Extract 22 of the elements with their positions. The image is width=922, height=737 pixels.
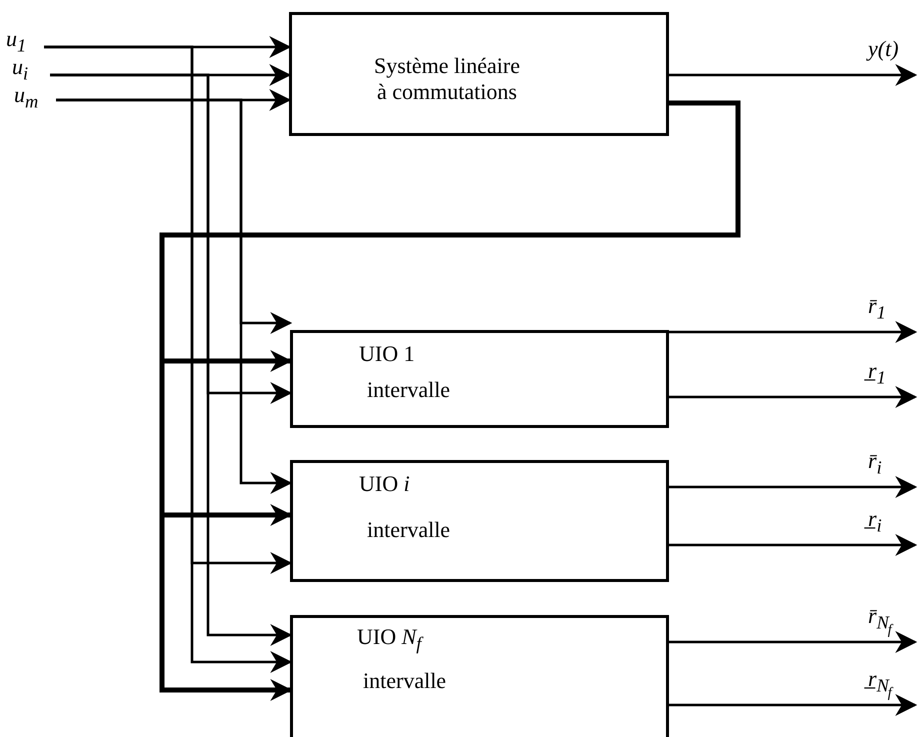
arrow xyxy=(669,64,918,86)
arrow xyxy=(669,321,918,343)
edge-label: r̄$_{i}$ xyxy=(868,449,882,478)
block-label: UIO N$_{f}$ xyxy=(357,624,422,656)
edge-label: y(t) xyxy=(868,37,899,62)
block-label: UIO 1 xyxy=(359,341,415,368)
arrow xyxy=(669,386,918,408)
arrow xyxy=(56,98,292,494)
arrow xyxy=(669,534,918,556)
block-box xyxy=(290,330,669,428)
arrow xyxy=(669,476,918,498)
block-label: intervalle xyxy=(367,517,450,544)
block-box xyxy=(290,615,669,737)
block-label: intervalle xyxy=(367,377,450,404)
block-label: Système linéaire à commutations xyxy=(372,53,521,106)
edge-label: r̄$_{1}$ xyxy=(868,294,886,323)
arrow xyxy=(669,694,918,716)
block-label: UIO i xyxy=(359,471,410,498)
block-box xyxy=(289,12,669,136)
block-label: intervalle xyxy=(363,668,446,694)
block-box xyxy=(290,460,669,582)
arrow xyxy=(669,631,918,653)
